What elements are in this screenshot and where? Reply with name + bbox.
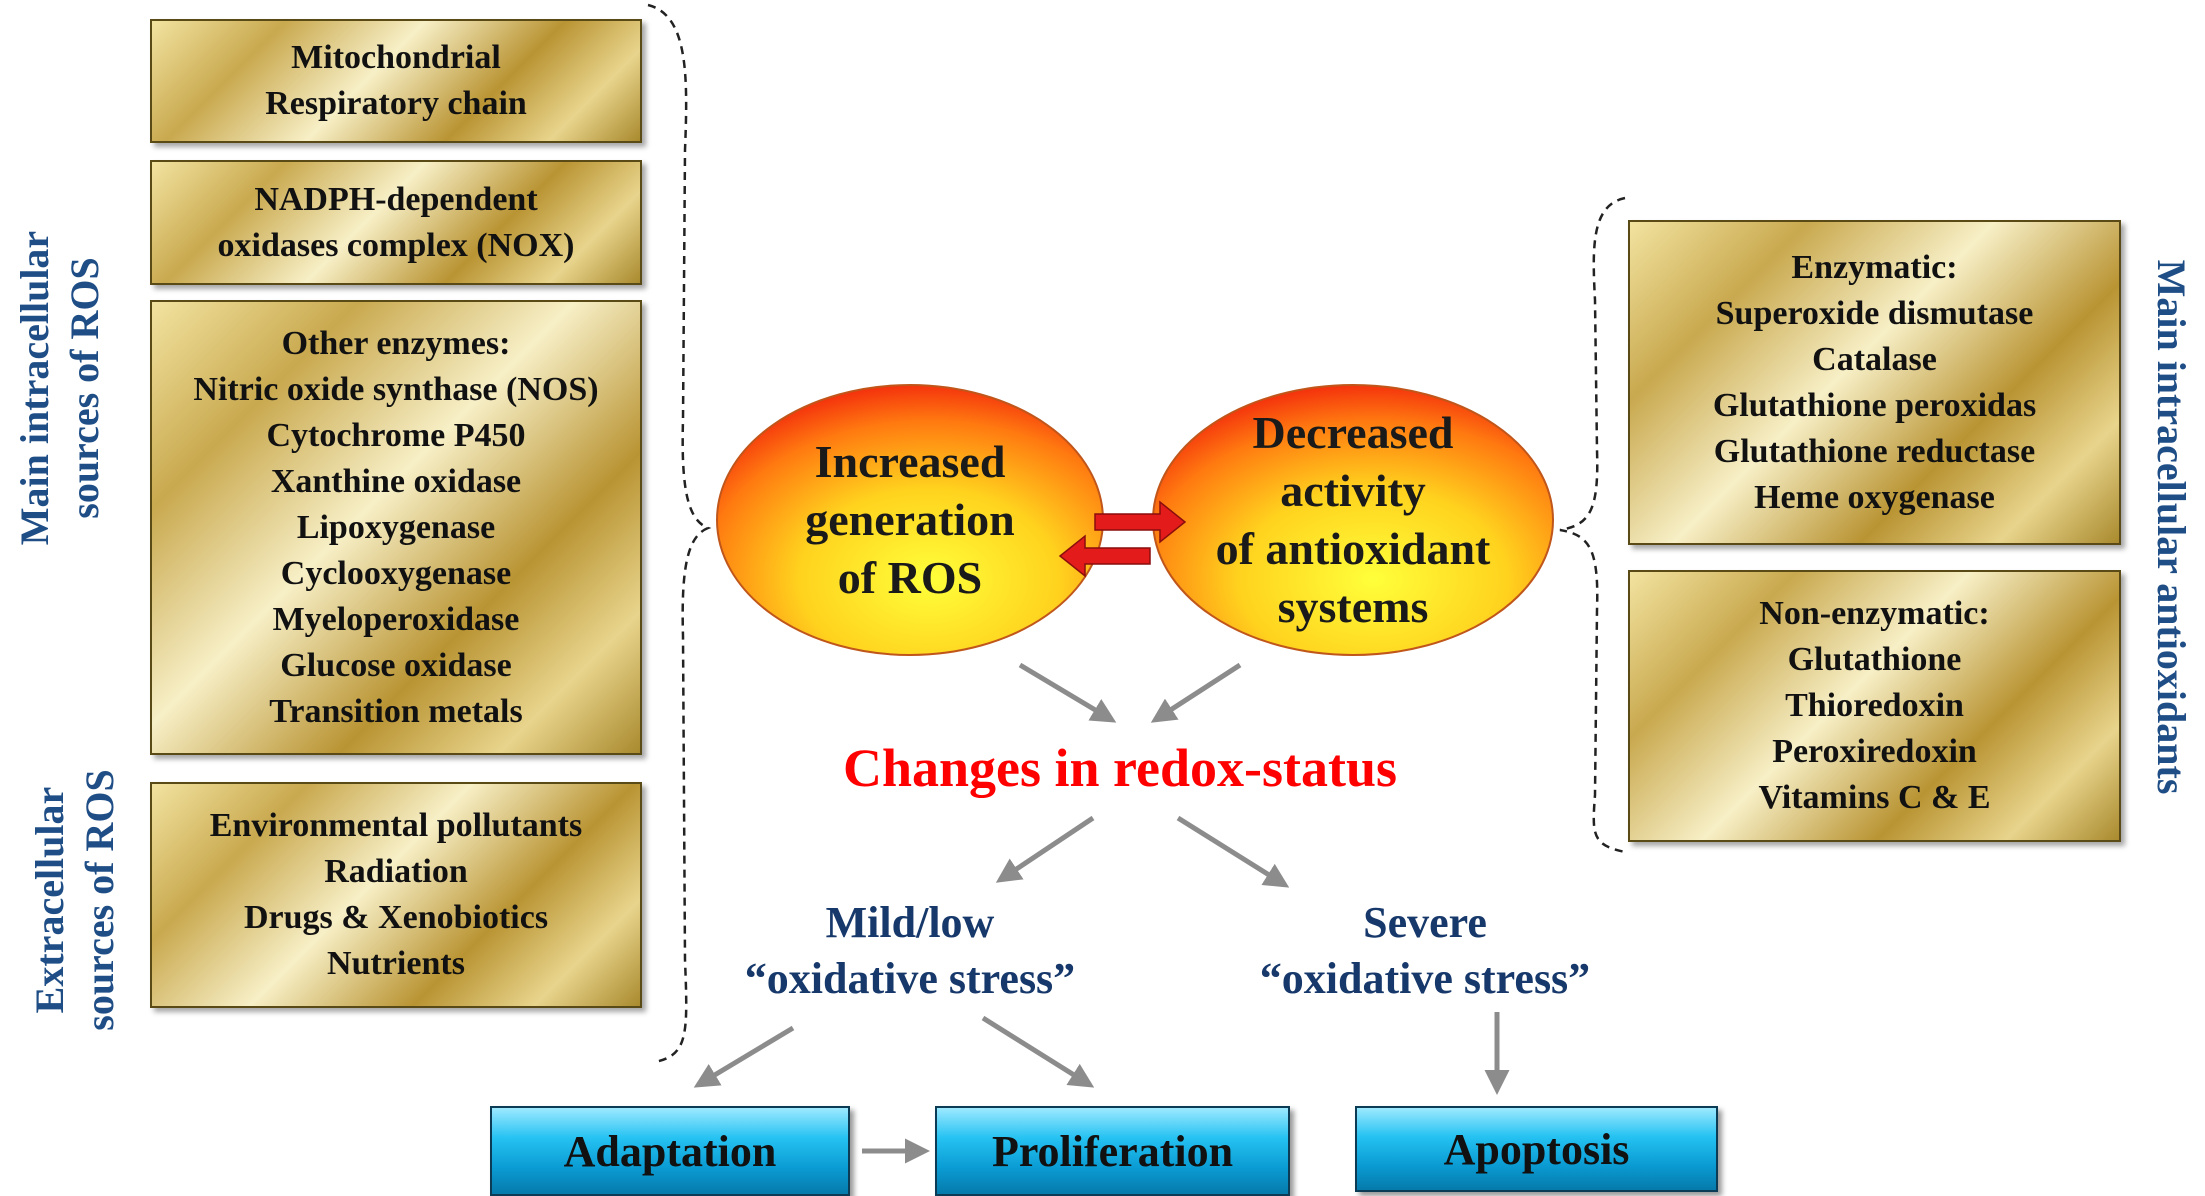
increased-ros-line-1: Increased [814,436,1006,487]
exchange-arrow-right [1094,500,1187,544]
intracellular-label-line-1: Main intracellular [12,230,57,546]
enzyme-item: Myeloperoxidase [272,600,520,638]
apoptosis-box: Apoptosis [1355,1106,1718,1192]
mitochondrial-line-2: Respiratory chain [265,85,527,122]
arrow-mild-to-adaptation [693,1025,795,1088]
enzyme-item: Cytochrome P450 [266,416,526,454]
decreased-antioxidant-text: Decreased activity of antioxidant system… [1153,385,1553,655]
enzymatic-heading: Enzymatic: [1791,248,1958,286]
nonenzymatic-item: Glutathione [1787,641,1962,678]
exchange-arrow-left [1058,534,1151,578]
decreased-line-1: Decreased [1252,407,1454,458]
increased-ros-line-2: generation [805,494,1015,545]
extracellular-label-line-1: Extracellular [27,786,72,1014]
nonenzymatic-item: Vitamins C & E [1758,779,1991,816]
enzyme-item: Cyclooxygenase [280,554,512,592]
enzyme-item: Lipoxygenase [296,508,496,546]
left-brace [647,3,712,1064]
nonenzymatic-item: Peroxiredoxin [1772,733,1977,770]
increased-ros-text: Increased generation of ROS [717,385,1103,655]
decreased-line-3: of antioxidant [1215,523,1491,574]
other-enzymes-heading: Other enzymes: [281,324,511,362]
nonenzymatic-antioxidants-box: Non-enzymatic: Glutathione Thioredoxin P… [1628,570,2121,842]
extracellular-item: Radiation [324,853,468,890]
enzyme-item: Glucose oxidase [280,646,512,684]
enzyme-item: Xanthine oxidase [270,462,522,500]
arrow-ros-to-redox [1018,662,1117,723]
extracellular-item: Environmental pollutants [209,807,583,844]
severe-oxidative-stress-label: Severe “oxidative stress” [1215,895,1635,1007]
increased-ros-line-3: of ROS [837,552,983,603]
other-enzymes-box: Other enzymes: Nitric oxide synthase (NO… [150,300,642,755]
arrow-redox-to-mild [995,815,1095,883]
extracellular-label-line-2: sources of ROS [77,769,122,1031]
mild-line-1: Mild/low [825,898,995,947]
extracellular-item: Drugs & Xenobiotics [243,899,549,936]
enzyme-item: Transition metals [269,692,523,730]
redox-status-label: Changes in redox-status [842,738,1398,798]
mitochondrial-line-1: Mitochondrial [291,39,501,76]
enzyme-item: Nitric oxide synthase (NOS) [193,370,599,408]
nox-line-1: NADPH-dependent [254,180,538,218]
nonenzymatic-item: Thioredoxin [1785,687,1964,724]
extracellular-item: Nutrients [327,945,465,982]
mitochondrial-box: Mitochondrial Respiratory chain [150,19,642,143]
arrow-mild-to-proliferation [981,1015,1095,1088]
proliferation-box: Proliferation [935,1106,1290,1196]
nonenzymatic-heading: Non-enzymatic: [1759,595,1990,632]
enzymatic-item: Superoxide dismutase [1715,294,2034,332]
enzymatic-antioxidants-box: Enzymatic: Superoxide dismutase Catalase… [1628,220,2121,545]
severe-line-2: “oxidative stress” [1259,954,1591,1003]
mild-line-2: “oxidative stress” [744,954,1076,1003]
arrow-antioxidant-to-redox [1150,662,1242,723]
enzymatic-item: Glutathione reductase [1713,432,2036,470]
arrow-redox-to-severe [1176,815,1290,888]
enzymatic-item: Glutathione peroxidas [1712,386,2037,424]
decreased-line-4: systems [1277,581,1429,632]
nox-line-2: oxidases complex (NOX) [217,226,575,264]
antioxidants-label-text: Main intracellular antioxidants [2149,259,2194,795]
enzymatic-item: Catalase [1812,340,1937,378]
intracellular-sources-label: Main intracellular sources of ROS [10,178,110,598]
decreased-line-2: activity [1280,465,1426,516]
right-brace [1559,196,1626,854]
severe-line-1: Severe [1363,898,1487,947]
intracellular-label-line-2: sources of ROS [62,257,107,519]
adaptation-box: Adaptation [490,1106,850,1196]
nox-box: NADPH-dependent oxidases complex (NOX) [150,160,642,285]
extracellular-box: Environmental pollutants Radiation Drugs… [150,782,642,1008]
mild-oxidative-stress-label: Mild/low “oxidative stress” [700,895,1120,1007]
enzymatic-item: Heme oxygenase [1754,478,1995,516]
extracellular-sources-label: Extracellular sources of ROS [25,740,125,1060]
main-antioxidants-label: Main intracellular antioxidants [2146,192,2196,862]
